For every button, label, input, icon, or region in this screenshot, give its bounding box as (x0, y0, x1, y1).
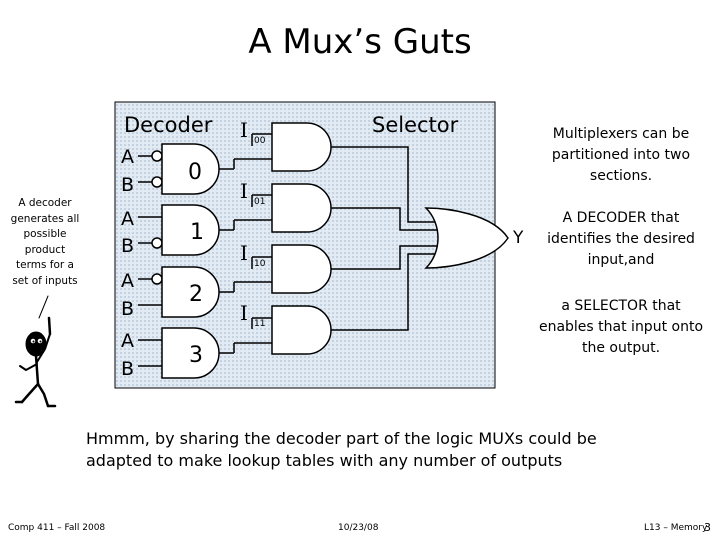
inversion-bubble (151, 273, 163, 285)
decoder-and-gate (161, 327, 220, 379)
data-input-i00: I 00 (240, 118, 272, 146)
note-decoder: A DECODER that identifies the desired in… (547, 210, 695, 268)
note-partition: Multiplexers can be partitioned into two… (551, 126, 691, 184)
inversion-bubble (151, 176, 163, 188)
decoder-row-1: A B 1 (121, 204, 272, 257)
decoder-row-3: A B 3 (121, 327, 272, 380)
decoder-and-gate (161, 266, 220, 318)
decoder-input-b: B (121, 235, 134, 257)
decoder-input-b: B (121, 298, 134, 320)
decoder-row-2: A B 2 (121, 266, 272, 320)
footer-lecture: L13 – Memory (644, 523, 708, 533)
svg-text:I: I (240, 179, 248, 203)
page-number: 3 (704, 521, 711, 534)
svg-text:I: I (240, 301, 248, 325)
note-selector: a SELECTOR that enables that input onto … (538, 298, 704, 356)
side-note: A decoder generates all possible product… (10, 197, 80, 287)
output-y: Y (512, 228, 524, 248)
decoder-gate-number: 3 (189, 343, 203, 368)
decoder-and-gate (161, 143, 220, 195)
decoder-input-a: A (121, 330, 134, 352)
decoder-gate-number: 2 (189, 282, 203, 307)
selector-and-gate-1 (271, 183, 332, 233)
or-gate-wires (331, 146, 442, 331)
stick-figure (14, 295, 57, 408)
decoder-and-gate (161, 204, 220, 256)
inversion-bubble (151, 237, 163, 249)
decoder-input-a: A (121, 146, 134, 168)
decoder-row-0: A B 0 (121, 143, 272, 196)
svg-text:10: 10 (254, 259, 266, 269)
footer-course: Comp 411 – Fall 2008 (8, 523, 106, 533)
inversion-bubble (151, 150, 163, 162)
bottom-text: Hmmm, by sharing the decoder part of the… (86, 429, 597, 470)
data-input-i11: I 11 (240, 301, 272, 329)
svg-text:I: I (240, 118, 248, 142)
selector-and-gate-2 (271, 244, 332, 294)
data-input-i10: I 10 (240, 241, 272, 269)
decoder-gate-number: 0 (188, 160, 202, 185)
data-input-i01: I 01 (240, 179, 272, 207)
svg-text:00: 00 (254, 136, 266, 146)
decoder-input-b: B (121, 174, 134, 196)
slide-title: A Mux’s Guts (248, 22, 472, 62)
svg-text:11: 11 (254, 319, 265, 329)
footer-date: 10/23/08 (338, 523, 379, 533)
selector-or-gate (424, 207, 509, 269)
decoder-label: Decoder (124, 113, 213, 137)
svg-text:I: I (240, 241, 248, 265)
selector-label: Selector (372, 113, 459, 137)
decoder-input-a: A (121, 208, 134, 230)
selector-and-gate-0 (271, 122, 332, 172)
decoder-gate-number: 1 (190, 220, 204, 245)
svg-text:01: 01 (254, 197, 265, 207)
decoder-input-a: A (121, 270, 134, 292)
selector-and-gate-3 (271, 305, 332, 355)
decoder-input-b: B (121, 358, 134, 380)
